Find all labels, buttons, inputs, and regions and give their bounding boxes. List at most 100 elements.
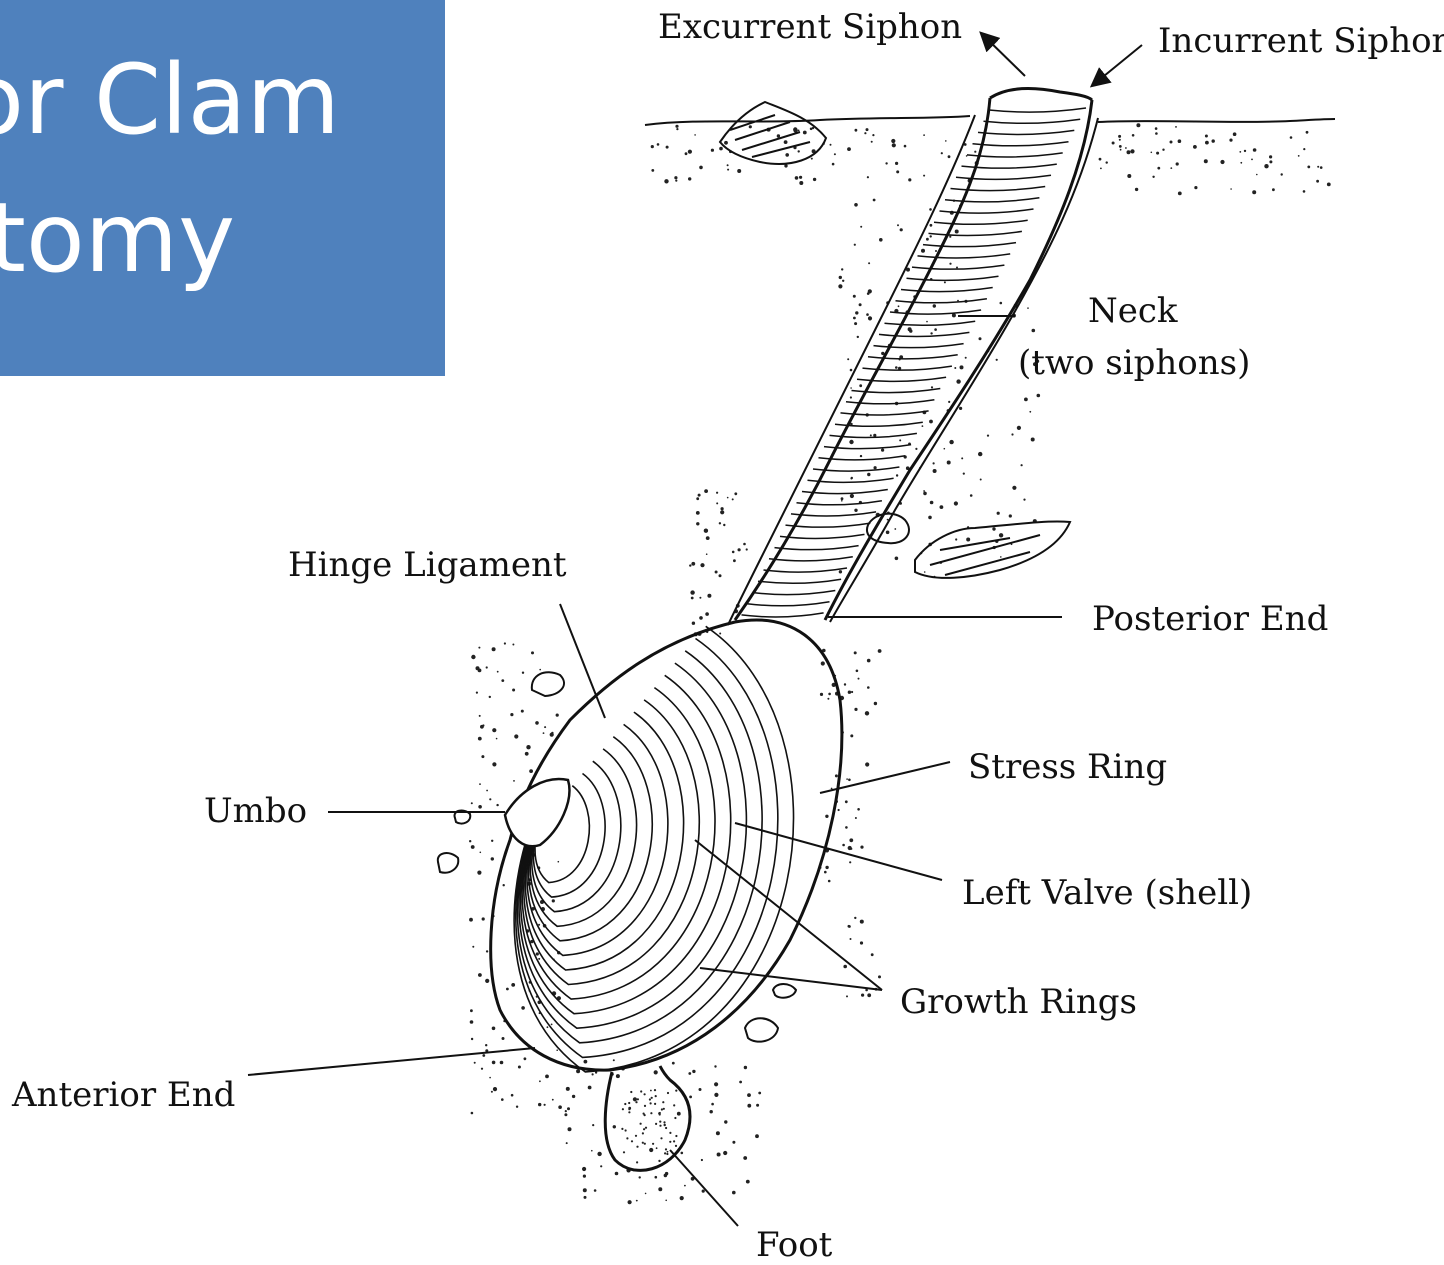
neck-ring	[868, 355, 958, 359]
neck-ring	[786, 523, 871, 527]
sand-speckle	[854, 203, 858, 207]
sand-speckle	[859, 303, 862, 306]
sand-speckle	[747, 1093, 751, 1097]
sand-speckle	[675, 125, 678, 128]
sand-speckle	[895, 366, 898, 369]
foot-stipple	[637, 1098, 639, 1100]
sand-speckle	[489, 1077, 491, 1079]
sand-speckle	[860, 941, 863, 944]
sand-speckle	[870, 434, 872, 436]
sand-speckle	[755, 1134, 759, 1138]
sand-speckle	[922, 425, 924, 427]
sand-speckle	[696, 497, 699, 500]
sand-speckle	[851, 477, 853, 479]
foot-stipple	[675, 1145, 677, 1147]
shell-fragment-right	[867, 514, 1070, 578]
sand-speckle	[956, 379, 960, 383]
sand-speckle	[1112, 142, 1115, 145]
sand-speckle	[849, 861, 851, 863]
sand-speckle	[724, 1120, 727, 1123]
sand-speckle	[929, 208, 932, 211]
sand-speckle	[979, 337, 982, 340]
sand-speckle	[798, 150, 800, 152]
neck-ring	[923, 243, 1016, 247]
sand-speckle	[980, 479, 982, 481]
sand-speckle	[886, 531, 890, 535]
sand-speckle	[680, 1196, 684, 1200]
sand-speckle	[719, 147, 723, 151]
sand-speckle	[535, 721, 539, 725]
foot-stipple	[626, 1137, 628, 1139]
sand-speckle	[1327, 183, 1331, 187]
sand-speckle	[1256, 174, 1258, 176]
foot-stipple	[624, 1103, 626, 1105]
sand-speckle	[1306, 131, 1309, 134]
sand-speckle	[954, 367, 956, 369]
sand-speckle	[1204, 159, 1208, 163]
foot-stipple	[643, 1113, 645, 1115]
sand-speckle	[481, 755, 484, 758]
sand-speckle	[658, 1160, 660, 1162]
sand-speckle	[485, 1044, 487, 1046]
sand-speckle	[544, 726, 546, 728]
sand-speckle	[847, 147, 851, 151]
sand-speckle	[857, 336, 859, 338]
sand-speckle	[940, 505, 944, 509]
sand-speckle	[501, 679, 504, 682]
sand-speckle	[1176, 162, 1179, 165]
sand-speckle	[854, 917, 856, 919]
sand-speckle	[1155, 132, 1158, 135]
sand-speckle	[551, 732, 553, 734]
foot-stipple	[644, 1105, 646, 1107]
sand-speckle	[881, 449, 884, 452]
sand-speckle	[677, 1112, 681, 1116]
sand-speckle	[518, 1066, 521, 1069]
sand-speckle	[924, 571, 926, 573]
sand-speckle	[921, 249, 925, 253]
neck-ring	[945, 198, 1039, 202]
sand-speckle	[930, 235, 932, 237]
sand-speckle	[512, 689, 515, 692]
sand-speckle	[1027, 307, 1029, 309]
sand-speckle	[1290, 136, 1293, 139]
sand-speckle	[879, 238, 883, 242]
sand-speckle	[874, 702, 877, 705]
sand-speckle	[1272, 188, 1275, 191]
sand-speckle	[496, 738, 498, 740]
sand-speckle	[855, 129, 858, 132]
neck-ring	[863, 366, 952, 370]
foot-stipple	[659, 1125, 661, 1127]
sand-speckle	[848, 779, 851, 782]
sand-speckle	[945, 140, 947, 142]
sand-speckle	[1023, 499, 1025, 501]
sand-speckle	[1119, 145, 1122, 148]
sand-speckle	[500, 1061, 504, 1065]
sand-speckle	[706, 536, 710, 540]
sand-speckle	[848, 925, 851, 928]
sand-speckle	[501, 1098, 504, 1101]
foot-stipple	[649, 1098, 651, 1100]
sand-speckle	[873, 434, 876, 437]
sand-speckle	[896, 170, 899, 173]
sand-speckle	[854, 708, 857, 711]
sand-speckle	[684, 1185, 686, 1187]
sand-speckle	[688, 177, 691, 180]
foot-stipple	[628, 1102, 630, 1104]
neck-ring	[973, 142, 1069, 146]
sand-speckle	[733, 559, 736, 562]
sand-speckle	[849, 838, 853, 842]
foot-stipple	[666, 1153, 668, 1155]
sand-speckle	[681, 1152, 684, 1155]
sand-speckle	[672, 1062, 675, 1065]
sand-speckle	[1252, 190, 1256, 194]
sand-speckle	[613, 1059, 615, 1061]
sand-speckle	[923, 134, 925, 136]
sand-speckle	[926, 321, 928, 323]
sand-speckle	[615, 1172, 619, 1176]
sand-speckle	[1205, 141, 1209, 145]
sand-speckle	[1000, 556, 1002, 558]
sand-speckle	[854, 651, 857, 654]
sand-speckle	[719, 633, 721, 635]
sand-speckle	[506, 988, 509, 991]
sand-speckle	[594, 1189, 597, 1192]
